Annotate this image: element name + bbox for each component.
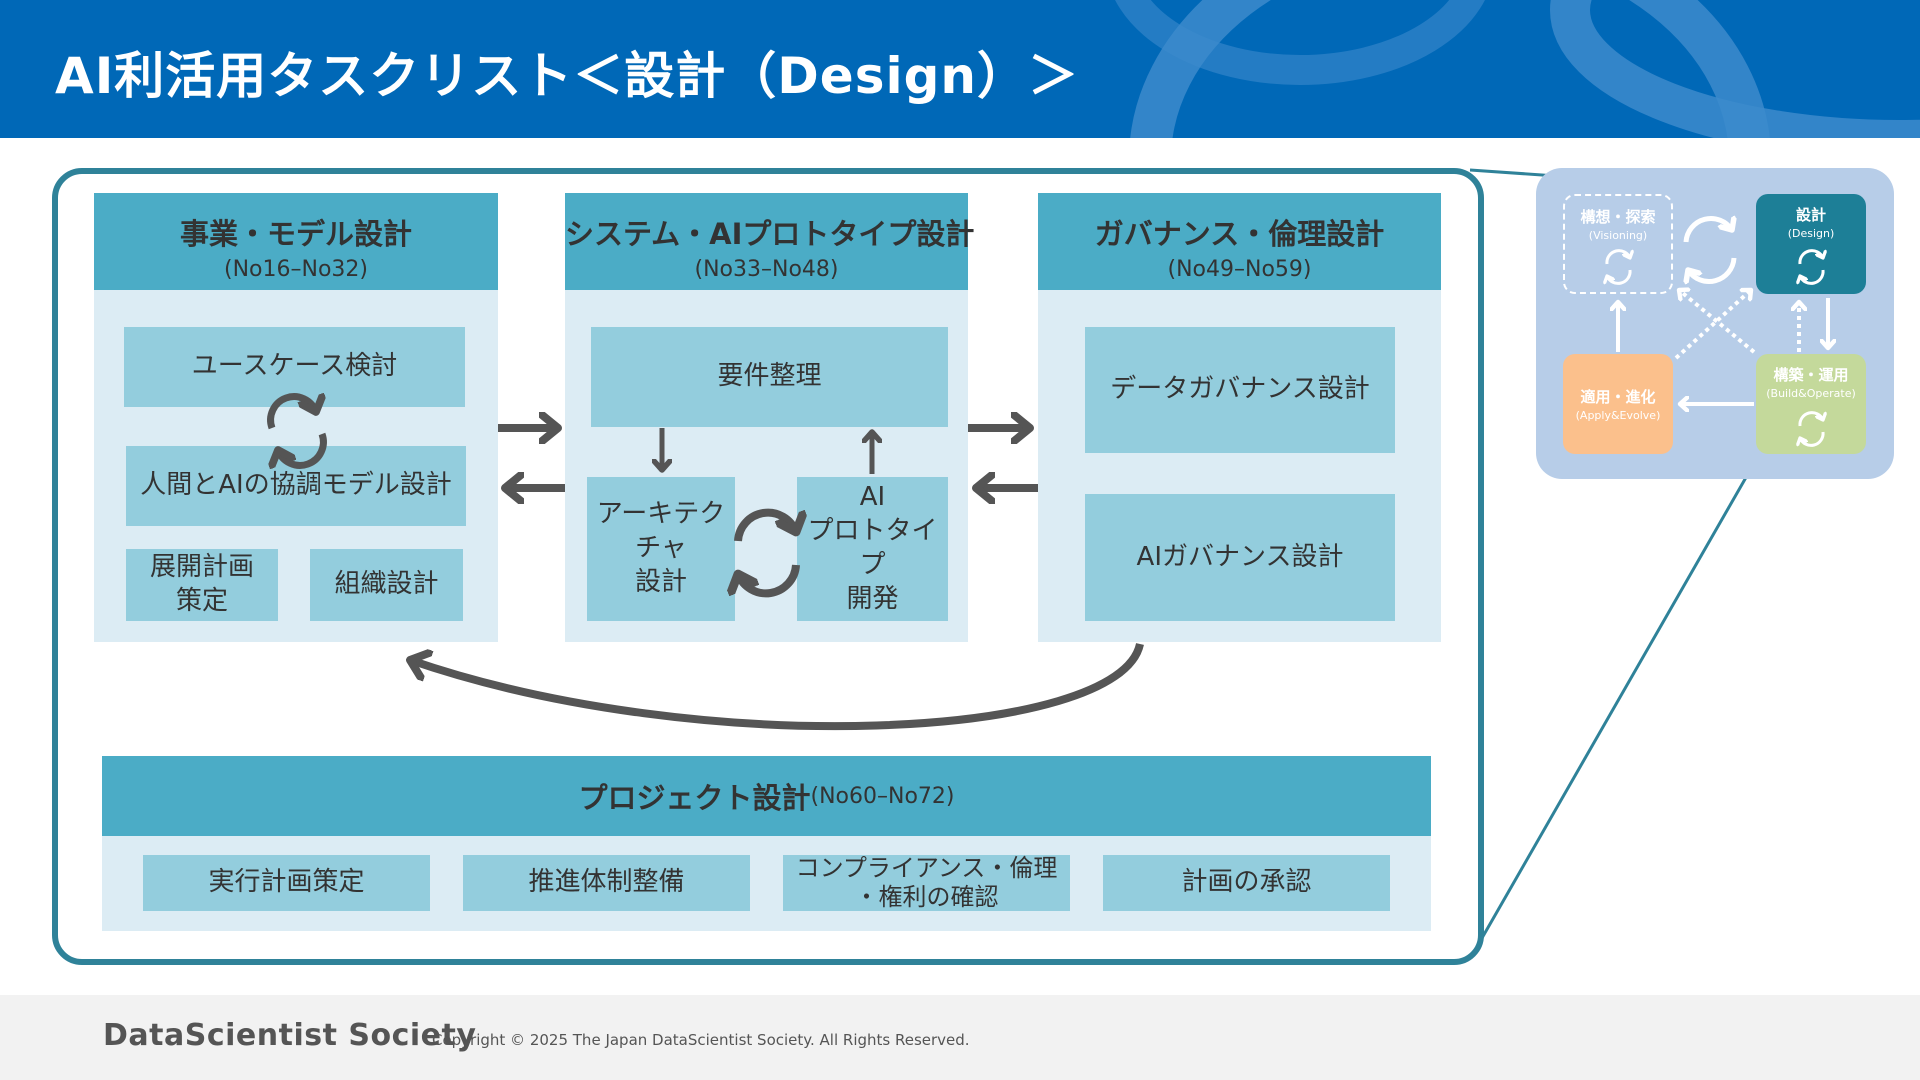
phase-apply-evolve: 適用・進化 (Apply&Evolve) [1563,354,1673,454]
cycle-icon [1800,249,1823,285]
task-box: 推進体制整備 [463,855,750,911]
lifecycle-mini-diagram: 構想・探索 (Visioning) 設計 (Design) 適用・進化 (App… [1536,168,1894,479]
task-box: 展開計画 策定 [126,549,278,621]
phase-sub: (Build&Operate) [1766,387,1856,400]
phase-label: 構想・探索 [1580,208,1656,226]
cycle-icon [267,397,327,466]
task-box: データガバナンス設計 [1085,327,1395,453]
task-box: 計画の承認 [1103,855,1390,911]
column-subtitle: (No33–No48) [694,257,839,282]
cycle-icon [1686,218,1734,281]
column-system-ai-prototype: システム・AIプロトタイプ設計 (No33–No48) 要件整理 アーキテクチャ… [565,193,975,642]
phase-sub: (Apply&Evolve) [1575,409,1661,422]
column-header: システム・AIプロトタイプ設計 (No33–No48) [565,193,975,290]
column-title: システム・AIプロトタイプ設計 [565,217,975,251]
brand-logo: DataScientist Society [103,1018,477,1053]
header-decoration [1115,0,1920,138]
phase-sub: (Design) [1787,227,1835,240]
task-box: コンプライアンス・倫理 ・権利の確認 [783,854,1070,911]
project-design-body: 実行計画策定 推進体制整備 コンプライアンス・倫理 ・権利の確認 計画の承認 [102,836,1431,931]
column-subtitle: (No49–No59) [1167,257,1312,282]
task-box: 実行計画策定 [143,855,430,911]
cycle-icon [1800,411,1823,447]
project-subtitle: (No60–No72) [810,783,955,809]
column-subtitle: (No16–No32) [224,257,368,282]
header-banner: AI利活用タスクリスト＜設計（Design）＞ [0,0,1920,138]
phase-design: 設計 (Design) [1756,194,1866,294]
arrow-diagonal-dashed [1679,290,1756,354]
column-title: ガバナンス・倫理設計 [1094,217,1385,251]
task-box: 組織設計 [310,549,463,621]
page-title: AI利活用タスクリスト＜設計（Design）＞ [55,47,1080,105]
phase-label: 設計 [1795,206,1826,224]
phase-visioning: 構想・探索 (Visioning) [1563,194,1673,294]
column-business-model: 事業・モデル設計 (No16–No32) ユースケース検討 人間とAIの協調モデ… [94,193,498,642]
task-box: AIガバナンス設計 [1085,494,1395,621]
task-box: AI プロトタイプ 開発 [797,477,948,621]
copyright-text: Copyright © 2025 The Japan DataScientist… [432,1031,970,1049]
mini-arrows [1536,168,1894,447]
footer [0,995,1920,1080]
task-box: 要件整理 [591,327,948,427]
phase-sub: (Visioning) [1588,229,1648,242]
column-title: 事業・モデル設計 [179,217,412,251]
project-design-header: プロジェクト設計(No60–No72) [102,756,1431,836]
arrow-diagonal-dashed [1674,290,1751,360]
column-header: ガバナンス・倫理設計 (No49–No59) [1038,193,1441,290]
cycle-icon [1607,249,1630,285]
phase-build-operate: 構築・運用 (Build&Operate) [1756,354,1866,454]
task-box: アーキテクチャ 設計 [587,477,735,621]
arrow-return-arc [410,642,1144,731]
column-governance-ethics: ガバナンス・倫理設計 (No49–No59) データガバナンス設計 AIガバナン… [1038,193,1441,642]
project-title: プロジェクト設計 [578,781,811,815]
phase-label: 構築・運用 [1773,366,1849,384]
column-header: 事業・モデル設計 (No16–No32) [94,193,498,290]
phase-label: 適用・進化 [1580,388,1656,406]
cycle-icon [738,508,796,598]
